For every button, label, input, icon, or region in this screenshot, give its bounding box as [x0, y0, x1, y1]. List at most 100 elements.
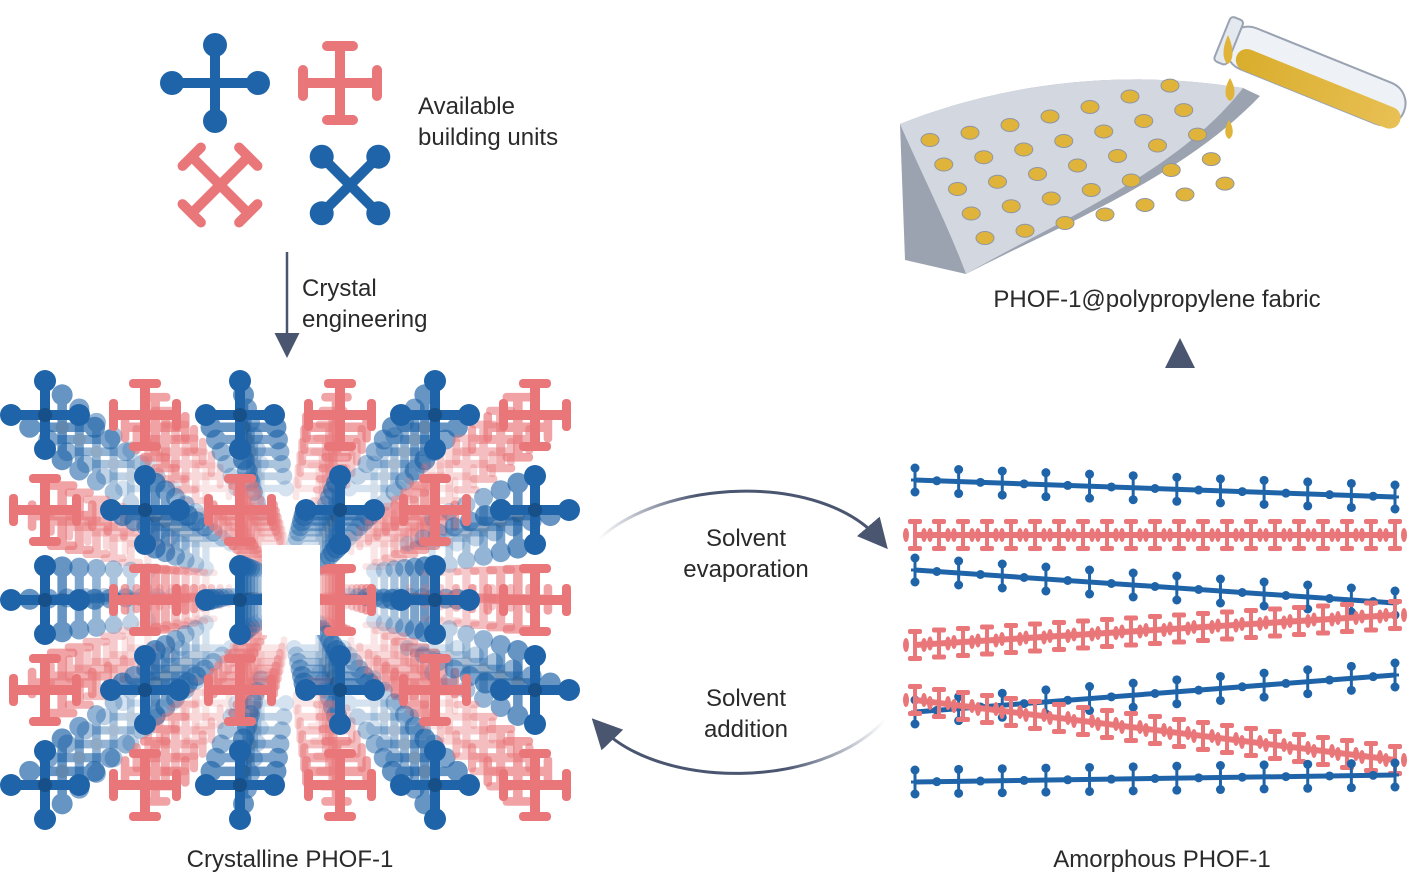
amorphous-label: Amorphous PHOF-1 [1053, 846, 1270, 873]
pink-chain-unit [1047, 519, 1071, 551]
fabric-pore-dot [948, 182, 967, 196]
blue-chain-unit [997, 764, 1007, 798]
pink-chain-unit [1167, 612, 1191, 645]
blue-chain-bead [1325, 675, 1335, 685]
pink-chain-unit [1311, 519, 1335, 551]
blue-chain-unit [1041, 468, 1051, 502]
blue-chain-bead [1281, 591, 1291, 600]
blue-chain-unit [1215, 671, 1225, 705]
fabric-pore-dot [1015, 223, 1035, 238]
fabric-pore-dot [1174, 103, 1194, 118]
fabric-pore-dot [1054, 133, 1074, 148]
blue-chain-unit [1215, 761, 1225, 795]
pink-chain-unit [975, 624, 999, 657]
blue-chain-unit [1128, 762, 1138, 796]
oil-drops [1223, 35, 1235, 139]
fabric-label: PHOF-1@polypropylene fabric [993, 286, 1320, 313]
blue-x-unit [309, 144, 391, 226]
blue-chain-unit [1085, 469, 1095, 503]
pink-chain-unit [927, 519, 951, 551]
central-pore [262, 545, 320, 635]
blue-chain-unit [910, 463, 920, 497]
blue-chain-bead [1106, 579, 1116, 588]
blue-chain-bead [932, 567, 942, 576]
building-units-label-line1: Available [418, 93, 515, 120]
pink-chain-unit [1095, 519, 1119, 551]
blue-chain-unit [1172, 675, 1182, 709]
blue-chain-bead [1194, 773, 1204, 783]
fabric-pore-dot [1014, 142, 1034, 157]
pink-chain-unit [1215, 609, 1239, 642]
blue-chain-unit [1390, 658, 1400, 692]
pink-chain-unit [1095, 708, 1119, 740]
fabric-pore-dot [974, 150, 994, 165]
blue-chain-unit [1172, 472, 1182, 506]
pink-chain-unit [1239, 726, 1263, 758]
pink-chain-unit [1335, 519, 1359, 551]
pink-chain-unit [1023, 519, 1047, 551]
fabric-pore-dot [975, 231, 995, 245]
blue-chain-bead [1063, 695, 1073, 705]
blue-chain-unit [954, 556, 964, 590]
fabric-pore-dot [1161, 163, 1181, 178]
blue-chain-bead [1368, 770, 1378, 780]
blue-chain-bead [1237, 588, 1247, 597]
blue-chain-bead [1150, 484, 1160, 493]
blue-chain-unit [1346, 661, 1356, 695]
blue-chain-bead [1194, 485, 1204, 495]
pink-chain-unit [927, 687, 951, 719]
pink-chain-unit [1071, 618, 1095, 651]
blue-chain-bead [1063, 775, 1073, 785]
blue-chain-bead [1281, 488, 1291, 498]
blue-chain-unit [1303, 759, 1313, 793]
blue-chain-bead [932, 476, 942, 486]
fabric-pore-dot [1000, 118, 1020, 133]
pink-chain-unit [1119, 711, 1143, 743]
blue-chain-bead [1019, 699, 1029, 709]
blue-chain-unit [1259, 668, 1269, 702]
blue-chain-bead [1368, 672, 1378, 682]
pink-chain-unit [1143, 714, 1167, 746]
pink-chain-unit [1287, 519, 1311, 551]
blue-chain-unit [1215, 574, 1225, 608]
crystal-engineering-arrow: Crystal engineering [274, 252, 427, 358]
blue-chain-bead [1150, 689, 1160, 698]
blue-chain-unit [954, 465, 964, 499]
building-units-group: Available building units [160, 33, 558, 228]
blue-chain-unit [1390, 758, 1400, 792]
pink-chain-unit [1071, 519, 1095, 551]
pink-chain-unit [1335, 602, 1359, 634]
fabric-pore-dot [961, 206, 981, 221]
fabric-pore-dot [1160, 78, 1180, 93]
pink-chain-unit [1095, 617, 1119, 649]
evaporation-label-line1: Solvent [706, 525, 786, 552]
fabric-pore-dot [934, 157, 954, 172]
blue-chain-bead [1019, 775, 1029, 785]
fabric-pore-dot [1148, 138, 1167, 153]
blue-chain-bead [1019, 573, 1029, 582]
blue-chain-unit [1085, 565, 1095, 599]
blue-cross-unit [160, 33, 270, 133]
addition-label-line1: Solvent [706, 685, 786, 712]
blue-chain-bead [1325, 771, 1335, 781]
fabric-pore-dot [1040, 109, 1060, 124]
blue-chain-bead [1325, 490, 1335, 500]
fabric-pore-dot [1215, 176, 1235, 191]
pink-chain-unit [1359, 519, 1383, 551]
blue-chain-unit [1259, 475, 1269, 509]
pink-chain-unit [1119, 615, 1143, 648]
blue-chain-unit [1303, 665, 1313, 699]
blue-chain-unit [1085, 762, 1095, 796]
fabric-pore-dot [1081, 182, 1101, 197]
fabric-pore-dot [1188, 127, 1207, 142]
blue-chain-bead [1281, 772, 1291, 782]
test-tube [1213, 16, 1407, 129]
pink-chain-unit [1047, 620, 1071, 652]
blue-chain-bead [975, 477, 985, 487]
crystalline-framework: Crystalline PHOF-1 [0, 370, 580, 873]
pink-cross-unit [298, 41, 382, 125]
fabric-pore-dot [1001, 199, 1021, 214]
pink-x-unit [177, 142, 263, 228]
pink-chain-unit [1191, 720, 1215, 752]
blue-chain-bead [1194, 685, 1204, 695]
